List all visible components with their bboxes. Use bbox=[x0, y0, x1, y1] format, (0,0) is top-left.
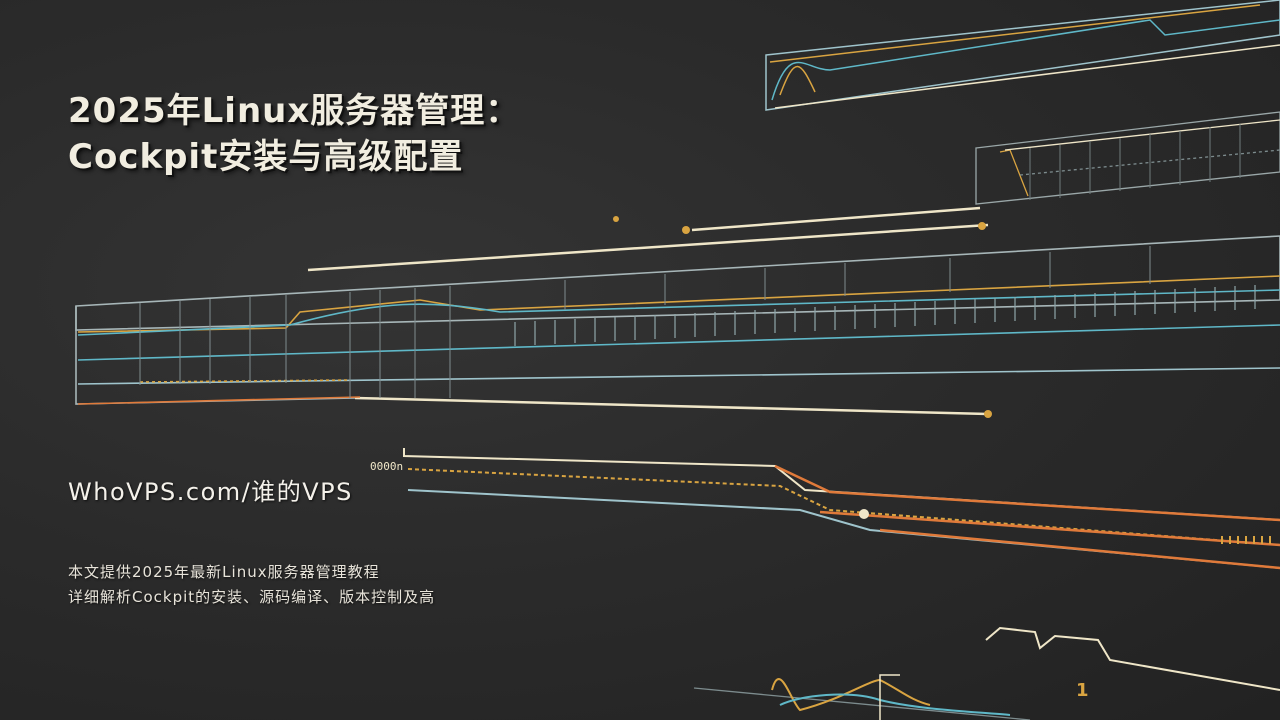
page-title: 2025年Linux服务器管理： Cockpit安装与高级配置 bbox=[68, 88, 520, 180]
pointer-dots bbox=[613, 216, 992, 418]
central-ticks bbox=[514, 285, 1256, 346]
pointer-lines bbox=[307, 206, 989, 416]
lower-flow-lines bbox=[403, 448, 1280, 570]
site-name: WhoVPS.com/谁的VPS bbox=[68, 478, 353, 506]
flow-node-dot bbox=[859, 509, 869, 519]
bottom-right-art bbox=[693, 626, 1280, 720]
central-panel-grid bbox=[139, 246, 1151, 398]
flow-end-ticks bbox=[1221, 536, 1271, 544]
central-panel bbox=[75, 235, 1280, 405]
mid-right-grid bbox=[1029, 124, 1241, 200]
title-line-2: Cockpit安装与高级配置 bbox=[68, 137, 464, 177]
digit-label: 1 bbox=[1076, 680, 1089, 701]
small-tag-label: 0000n bbox=[370, 460, 403, 473]
description-line-1: 本文提供2025年最新Linux服务器管理教程 bbox=[68, 563, 380, 581]
description-line-2: 详细解析Cockpit的安装、源码编译、版本控制及高 bbox=[68, 588, 436, 606]
mid-right-panel bbox=[975, 111, 1280, 205]
title-line-1: 2025年Linux服务器管理： bbox=[68, 91, 521, 131]
top-right-panel bbox=[765, 0, 1280, 111]
description: 本文提供2025年最新Linux服务器管理教程 详细解析Cockpit的安装、源… bbox=[68, 560, 435, 610]
